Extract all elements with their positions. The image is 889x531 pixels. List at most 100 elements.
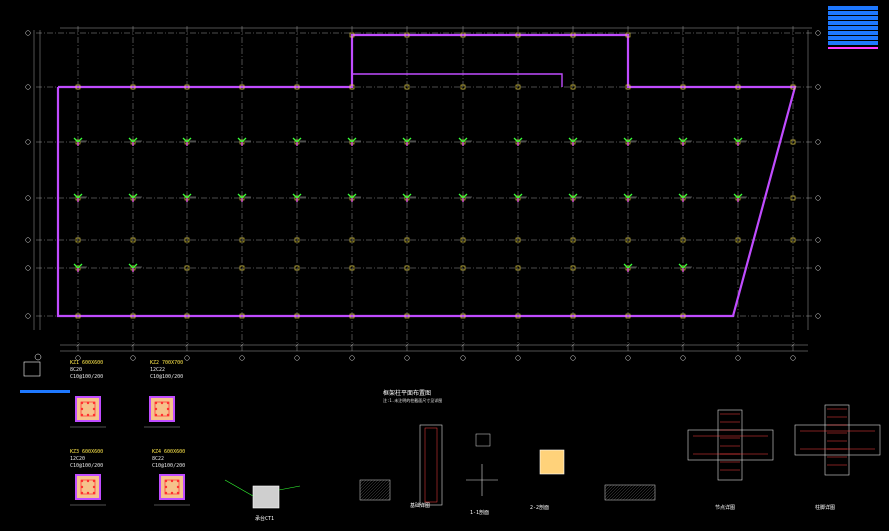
column-square bbox=[349, 84, 355, 90]
column-square bbox=[349, 313, 355, 319]
hatch-line bbox=[604, 484, 609, 489]
axis-bubble bbox=[570, 355, 576, 361]
column-square bbox=[404, 84, 410, 90]
hatch-line bbox=[359, 479, 379, 499]
dimension-tick bbox=[461, 343, 465, 347]
rebar-dot bbox=[164, 491, 168, 495]
column-square bbox=[790, 237, 796, 243]
column-square bbox=[404, 265, 410, 271]
rebar-dot bbox=[86, 401, 90, 405]
rebar-dot bbox=[154, 401, 158, 405]
beam-column-joint-1 bbox=[687, 429, 774, 461]
small-section bbox=[475, 433, 491, 447]
axis-bubble bbox=[460, 355, 466, 361]
dimension-tick bbox=[131, 343, 135, 347]
rebar-dot bbox=[170, 479, 174, 483]
column-square bbox=[515, 265, 521, 271]
hatch-line bbox=[652, 497, 656, 501]
axis-bubble bbox=[75, 355, 81, 361]
rebar-dot bbox=[86, 491, 90, 495]
hatch-line bbox=[604, 484, 612, 492]
section-label-kz3: KZ3 600X600 bbox=[70, 449, 104, 455]
hatch-line bbox=[622, 484, 639, 501]
hatch-line bbox=[640, 485, 656, 501]
rebar-dot bbox=[92, 485, 96, 489]
axis-bubble bbox=[790, 355, 796, 361]
column-square bbox=[460, 32, 466, 38]
column-square bbox=[735, 84, 741, 90]
hatch-line bbox=[604, 484, 618, 498]
column-square bbox=[239, 265, 245, 271]
hatch-line bbox=[625, 484, 642, 501]
section-label-kz1: KZ1 600X600 bbox=[70, 360, 104, 366]
column-square bbox=[460, 265, 466, 271]
axis-bubble bbox=[130, 355, 136, 361]
column-square bbox=[404, 313, 410, 319]
hatch-line bbox=[628, 484, 645, 501]
hatch-line bbox=[372, 482, 391, 501]
column-square bbox=[460, 84, 466, 90]
rebar-dot bbox=[166, 413, 170, 417]
section-stirrup-kz2: C10@100/200 bbox=[150, 374, 184, 380]
hatch-line bbox=[613, 484, 630, 501]
detail-caption-5: 柱脚详图 bbox=[815, 505, 836, 511]
hatch-line bbox=[359, 479, 364, 484]
rebar-dot bbox=[164, 485, 168, 489]
section-stirrup-kz3: C10@100/200 bbox=[70, 463, 104, 469]
hatch-line bbox=[649, 494, 656, 501]
hatch-line bbox=[634, 484, 651, 501]
joint-column bbox=[824, 404, 850, 476]
column-square bbox=[404, 237, 410, 243]
column-square bbox=[130, 84, 136, 90]
dimension-tick bbox=[185, 343, 189, 347]
section-rebar-kz3: 12C20 bbox=[70, 456, 86, 462]
hatch-line bbox=[359, 479, 367, 487]
column-square bbox=[515, 237, 521, 243]
axis-legend-circle bbox=[34, 353, 42, 361]
axis-bubble bbox=[25, 237, 31, 243]
dimension-tick bbox=[736, 343, 740, 347]
column-square bbox=[239, 313, 245, 319]
title-block-legend bbox=[828, 6, 878, 60]
rebar-dot bbox=[176, 485, 180, 489]
column-square bbox=[790, 84, 796, 90]
column-square bbox=[515, 84, 521, 90]
axis-bubble bbox=[680, 355, 686, 361]
hatch-line bbox=[387, 497, 391, 501]
rebar-dot bbox=[92, 491, 96, 495]
column-square bbox=[184, 84, 190, 90]
column-square bbox=[75, 237, 81, 243]
rebar-dot bbox=[164, 479, 168, 483]
column-square bbox=[515, 32, 521, 38]
dimension-tick bbox=[791, 343, 795, 347]
axis-bubble bbox=[184, 355, 190, 361]
building-outline-wall bbox=[56, 33, 797, 318]
hatch-line bbox=[381, 491, 391, 501]
hatch-line bbox=[643, 488, 656, 501]
column-square bbox=[349, 32, 355, 38]
axis-bubble bbox=[25, 313, 31, 319]
detail-caption-3: 2-2剖面 bbox=[530, 505, 550, 511]
axis-bubble bbox=[815, 313, 821, 319]
axis-bubble bbox=[239, 355, 245, 361]
column-square bbox=[184, 237, 190, 243]
hatch-line bbox=[369, 479, 391, 501]
dimension-tick bbox=[76, 343, 80, 347]
plan-note: 注:1.未注明的柱截面尺寸见详图 bbox=[383, 398, 443, 403]
dimension-tick bbox=[571, 343, 575, 347]
detail-caption-4: 节点详图 bbox=[715, 505, 736, 511]
axis-bubble bbox=[815, 237, 821, 243]
rebar-dot bbox=[92, 407, 96, 411]
leader-line bbox=[278, 485, 301, 491]
rebar-dot bbox=[80, 413, 84, 417]
axis-bubble bbox=[815, 195, 821, 201]
rebar-dot bbox=[154, 413, 158, 417]
column-square bbox=[570, 32, 576, 38]
rebar-dot bbox=[80, 479, 84, 483]
axis-bubble bbox=[815, 30, 821, 36]
column-square bbox=[130, 313, 136, 319]
hatch-line bbox=[378, 488, 391, 501]
axis-bubble bbox=[735, 355, 741, 361]
rebar-dot bbox=[160, 401, 164, 405]
